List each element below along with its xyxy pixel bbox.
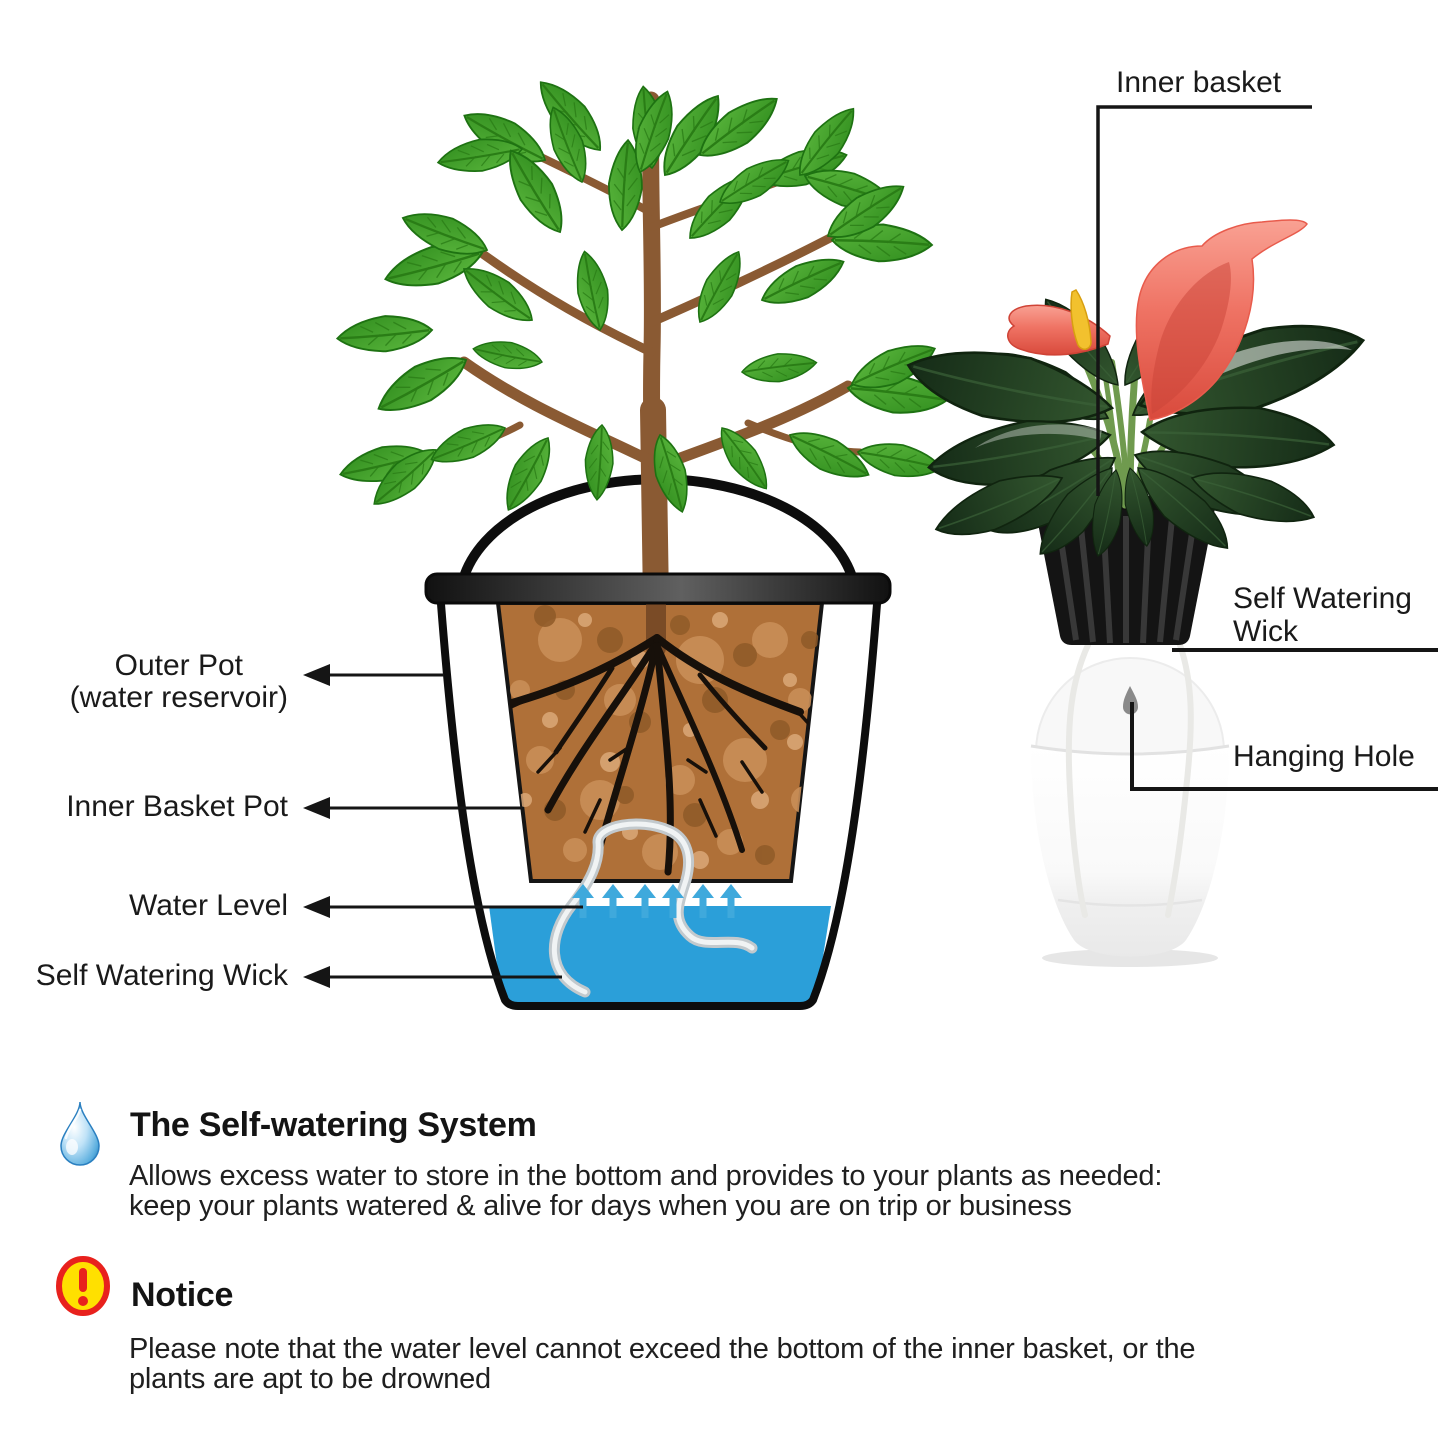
label-self-watering-wick: Self Watering Wick — [35, 959, 288, 992]
label-outer-pot: Outer Pot (water reservoir) — [70, 650, 288, 714]
product-photo — [899, 219, 1375, 967]
notice-title: Notice — [131, 1276, 234, 1314]
left-arrow-icon — [303, 966, 330, 988]
self-watering-body: Allows excess water to store in the bott… — [129, 1161, 1162, 1221]
water-reservoir — [489, 906, 831, 1002]
pot-rim — [424, 572, 892, 605]
label-lines-right — [1096, 105, 1438, 791]
water-flow-arrows — [572, 884, 742, 918]
self-watering-body-line2: keep your plants watered & alive for day… — [129, 1190, 1072, 1222]
notice-body: Please note that the water level cannot … — [129, 1333, 1196, 1395]
wick-left-diagram — [549, 818, 758, 998]
left-arrow-icon — [303, 896, 330, 918]
label-sww-right-line1: Self Watering — [1233, 582, 1412, 615]
hanging-hole-shape — [1123, 686, 1138, 715]
self-watering-body-line1: Allows excess water to store in the bott… — [129, 1160, 1163, 1192]
inner-basket-line — [1096, 105, 1312, 496]
flower-small — [1007, 304, 1111, 356]
flower-spadix — [1070, 289, 1092, 350]
label-outer-pot-line2: (water reservoir) — [69, 681, 288, 714]
warning-icon — [56, 1256, 110, 1316]
soil — [495, 601, 825, 883]
pot-band-line — [1057, 898, 1203, 907]
label-arrows-left — [303, 664, 583, 988]
label-hanging-hole: Hanging Hole — [1233, 740, 1415, 773]
notice-body-line1: Please note that the water level cannot … — [129, 1333, 1196, 1365]
label-sww-right-line2: Wick — [1233, 615, 1298, 648]
label-outer-pot-line1: Outer Pot — [114, 649, 244, 682]
cutaway-pot-diagram — [334, 69, 951, 1010]
outer-pot-wall — [437, 600, 881, 1010]
left-arrow-icon — [303, 797, 330, 819]
water-drop-icon — [60, 1101, 100, 1166]
flowers — [1007, 219, 1308, 421]
self-watering-title: The Self-watering System — [130, 1106, 537, 1144]
pot-shadow — [1042, 949, 1218, 967]
label-water-level: Water Level — [129, 889, 288, 922]
left-arrow-icon — [303, 664, 330, 686]
label-inner-basket-pot: Inner Basket Pot — [66, 790, 288, 823]
label-self-watering-wick-right: Self Watering Wick — [1233, 582, 1412, 648]
label-inner-basket: Inner basket — [1116, 66, 1282, 99]
notice-body-line2: plants are apt to be drowned — [129, 1363, 491, 1395]
hanging-hole-line — [1130, 702, 1438, 791]
